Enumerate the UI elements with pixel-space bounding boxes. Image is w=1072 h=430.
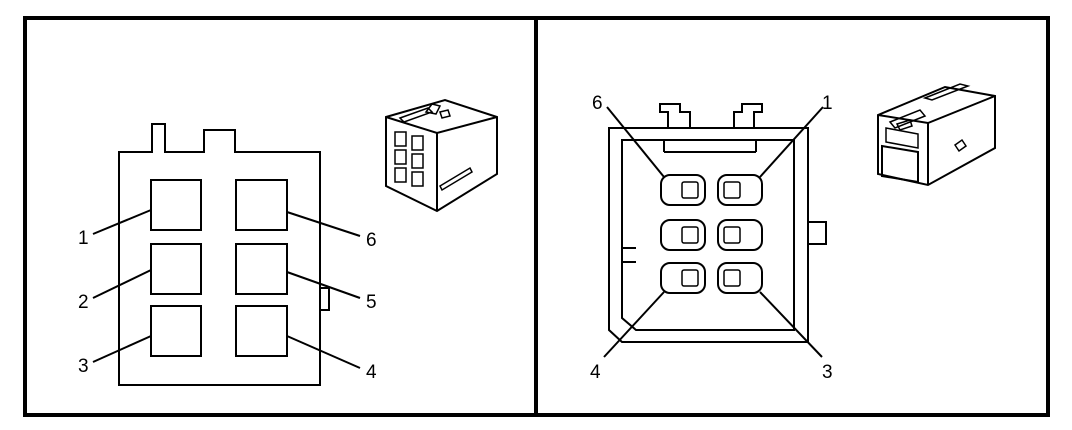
right-latch-right	[733, 103, 763, 129]
left-connector-body	[118, 123, 321, 386]
left-pin-label-4: 4	[366, 362, 377, 383]
left-cavity-4	[235, 305, 288, 357]
left-cavity-2	[150, 243, 202, 295]
left-cavity-1	[150, 179, 202, 231]
right-leader-1	[759, 106, 824, 178]
right-terminal-5	[660, 219, 706, 251]
right-terminal-2	[717, 219, 763, 251]
right-leader-4	[603, 291, 665, 358]
left-connector-face-view: 1 2 3 4 5 6	[78, 123, 377, 386]
left-pin-label-2: 2	[78, 292, 89, 313]
right-connector-body	[608, 127, 809, 343]
right-latch-left	[659, 103, 691, 129]
right-terminal-1	[717, 174, 763, 206]
right-terminal-4	[660, 262, 706, 294]
right-terminal-3	[717, 262, 763, 294]
right-pin-label-1: 1	[822, 93, 833, 114]
left-leader-5	[286, 271, 361, 299]
left-pin-label-6: 6	[366, 230, 377, 251]
right-terminal-6	[660, 174, 706, 206]
left-pin-label-5: 5	[366, 292, 377, 313]
right-pin-label-3: 3	[822, 362, 833, 383]
left-leader-4	[286, 335, 361, 369]
left-pin-label-1: 1	[78, 228, 89, 249]
left-leader-6	[286, 211, 361, 237]
left-cavity-5	[235, 243, 288, 295]
right-connector-face-view: 6 1 4 3	[590, 93, 833, 383]
right-pin-label-4: 4	[590, 362, 601, 383]
left-connector-isometric-icon	[385, 98, 498, 213]
right-leader-6	[606, 106, 665, 178]
left-pin-label-3: 3	[78, 356, 89, 377]
right-connector-isometric-icon	[877, 83, 996, 187]
left-cavity-3	[150, 305, 202, 357]
left-leader-1	[92, 209, 152, 235]
left-leader-2	[92, 269, 152, 299]
right-connector-side-tab	[808, 221, 827, 245]
right-leader-3	[759, 291, 823, 358]
left-connector-side-tab	[320, 287, 330, 311]
right-connector-shroud	[621, 139, 795, 331]
right-pin-label-6: 6	[592, 93, 603, 114]
left-leader-3	[92, 335, 152, 363]
left-cavity-6	[235, 179, 288, 231]
